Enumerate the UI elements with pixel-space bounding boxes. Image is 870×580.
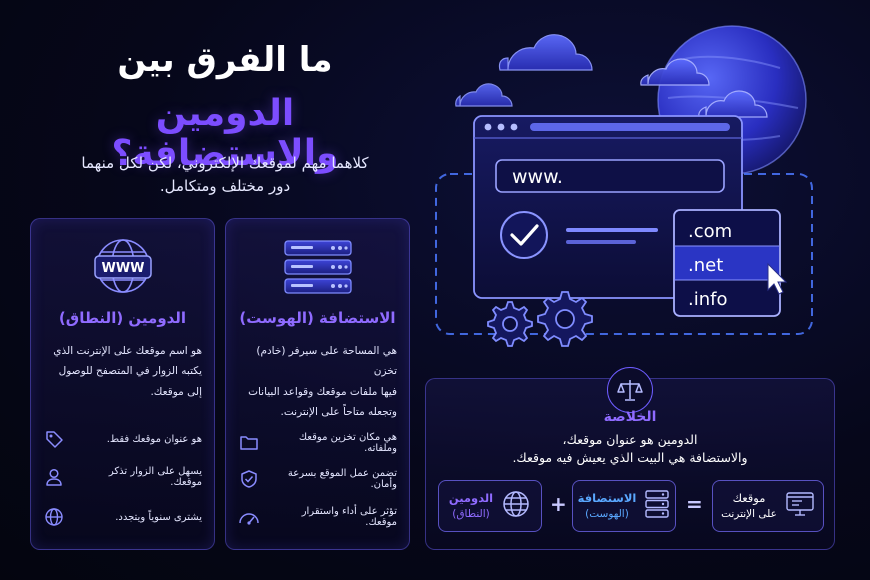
tld-net: .net	[688, 255, 723, 276]
domain-desc-line: هو اسم موقعك على الإنترنت الذي	[53, 345, 202, 357]
gear-icon	[487, 301, 533, 347]
intro-line-2: دور مختلف ومتكامل.	[159, 177, 291, 196]
domain-feature-address: هو عنوان موقعك فقط.	[43, 427, 202, 451]
feature-text: هي مكان تخزين موقعك وملفاته.	[298, 432, 397, 454]
equation-hosting-box: الاستضافة (الهوست)	[572, 480, 676, 532]
shield-icon	[238, 468, 260, 490]
hosting-desc-line: فيها ملفات موقعك وقواعد البيانات	[248, 385, 397, 398]
tld-com: .com	[688, 221, 732, 242]
intro-line-1: كلاهما مهم لموقعك الإلكتروني، لكن لكل من…	[81, 154, 369, 172]
hosting-desc-line: وتجعله متاحاً على الإنترنت.	[280, 406, 398, 419]
globe-icon	[43, 506, 65, 528]
globe-icon	[501, 489, 531, 523]
page-title-line-1: ما الفرق بين	[117, 40, 333, 80]
domain-card: WWW الدومين (النطاق) هو اسم موقعك على ال…	[30, 218, 215, 550]
www-globe-icon: WWW	[31, 231, 214, 303]
hosting-title: الاستضافة (الهوست)	[239, 309, 396, 327]
www-label: WWW	[101, 261, 144, 276]
summary-title: الخلاصة	[603, 409, 657, 425]
feature-text: يشترى سنوياً ويتجدد.	[115, 511, 202, 523]
equation-domain-label: الدومين (النطاق)	[449, 491, 493, 521]
web-illustration: www. .com .net .info	[430, 20, 850, 350]
hosting-feature-security: تضمن عمل الموقع بسرعة وأمان.	[238, 467, 397, 491]
server-icon	[644, 489, 670, 523]
scales-icon	[607, 367, 653, 413]
cloud-icon	[498, 34, 593, 71]
summary-line-2: والاستضافة هي البيت الذي يعيش فيه موقعك.	[512, 450, 748, 466]
equation-hosting-name: الاستضافة	[577, 491, 637, 506]
server-icon	[226, 231, 409, 303]
intro-text: كلاهما مهم لموقعك الإلكتروني، لكن لكل من…	[40, 152, 410, 199]
equation-hosting-label: الاستضافة (الهوست)	[578, 491, 637, 521]
cloud-icon	[640, 58, 710, 86]
domain-description: هو اسم موقعك على الإنترنت الذي يكتبه الز…	[43, 341, 202, 402]
cursor-icon	[767, 262, 788, 295]
tag-icon	[43, 428, 65, 450]
equation-hosting-sub: (الهوست)	[585, 507, 629, 520]
url-text: www.	[512, 166, 563, 188]
tld-list: .com .net .info	[673, 209, 788, 317]
summary-line-1: الدومين هو عنوان موقعك،	[562, 432, 698, 447]
equation-domain-name: الدومين	[448, 491, 494, 506]
equation-result-label: موقعك على الإنترنت	[721, 491, 777, 521]
domain-feature-renewal: يشترى سنوياً ويتجدد.	[43, 505, 202, 529]
monitor-icon	[785, 490, 815, 522]
hosting-desc-line: هي المساحة على سيرفر (خادم) تخزن	[256, 345, 397, 378]
equation-result-sub: على الإنترنت	[721, 507, 777, 520]
feature-text: هو عنوان موقعك فقط.	[106, 433, 202, 445]
feature-text: تؤثر على أداء واستقرار موقعك.	[301, 506, 397, 528]
tld-info: .info	[688, 289, 727, 310]
user-icon	[43, 466, 65, 488]
equation-result-box: موقعك على الإنترنت	[712, 480, 824, 532]
feature-text: تضمن عمل الموقع بسرعة وأمان.	[287, 468, 397, 490]
domain-feature-memorable: يسهل على الزوار تذكر موقعك.	[43, 465, 202, 489]
equation-result-name: موقعك	[732, 491, 766, 506]
domain-desc-line: إلى موقعك.	[150, 385, 202, 398]
feature-text: يسهل على الزوار تذكر موقعك.	[108, 466, 202, 488]
check-icon	[510, 224, 539, 246]
page-title-line-2: الدومين والاستضافة؟	[111, 93, 339, 174]
domain-title: الدومين (النطاق)	[58, 309, 187, 327]
summary-box: الخلاصة الدومين هو عنوان موقعك، والاستضا…	[425, 367, 835, 550]
gear-icon	[537, 291, 593, 347]
summary-text: الدومين هو عنوان موقعك، والاستضافة هي ال…	[426, 431, 834, 467]
cloud-icon	[698, 90, 768, 118]
equation-plus: +	[550, 492, 567, 516]
cloud-icon	[455, 83, 513, 107]
folder-icon	[238, 432, 260, 454]
equation-equals: =	[686, 492, 703, 516]
hosting-card: الاستضافة (الهوست) هي المساحة على سيرفر …	[225, 218, 410, 550]
equation-domain-box: الدومين (النطاق)	[438, 480, 542, 532]
hosting-feature-storage: هي مكان تخزين موقعك وملفاته.	[238, 431, 397, 455]
domain-desc-line: يكتبه الزوار في المتصفح للوصول	[58, 365, 202, 378]
hosting-feature-performance: تؤثر على أداء واستقرار موقعك.	[238, 505, 397, 529]
equation-domain-sub: (النطاق)	[452, 507, 490, 520]
hosting-description: هي المساحة على سيرفر (خادم) تخزن فيها مل…	[238, 341, 397, 423]
speedometer-icon	[238, 506, 260, 528]
